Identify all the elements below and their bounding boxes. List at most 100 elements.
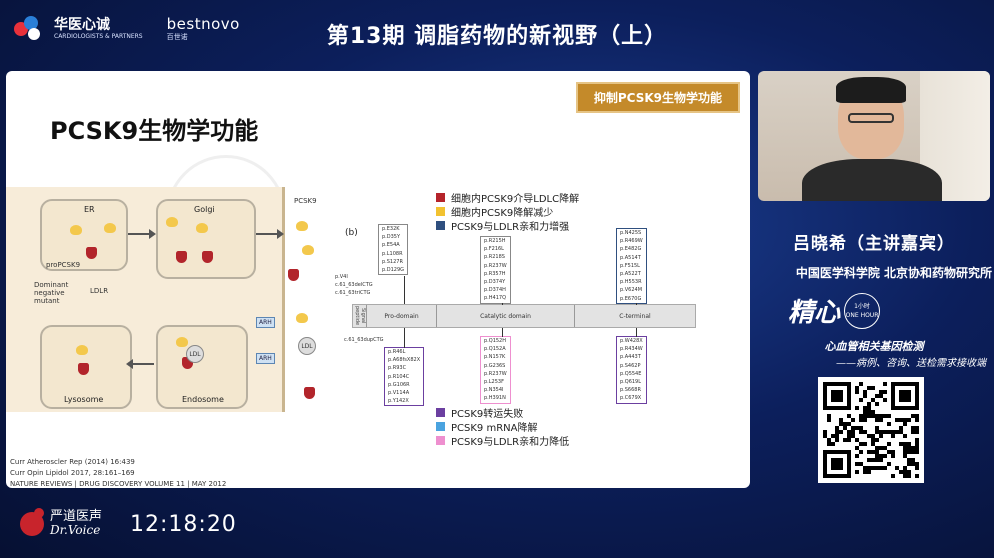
cardiologists-logo-icon: [14, 14, 44, 44]
domain-cterm: C-terminal: [619, 312, 651, 320]
reference-line: NATURE REVIEWS | DRUG DISCOVERY VOLUME 1…: [10, 480, 227, 488]
reference-line: Curr Atheroscler Rep (2014) 16:439: [10, 458, 135, 466]
mutation-item: p.D35Y: [382, 234, 401, 241]
mutation-item: p.E32K: [382, 226, 400, 232]
bestnovo-en: bestnovo: [166, 15, 240, 33]
speaker-hair: [836, 77, 906, 103]
mutation-item: p.A443T: [620, 354, 641, 361]
bestnovo-cn: 百世诺: [166, 33, 188, 41]
connector-line: [502, 303, 503, 305]
circle-bottom: ONE HOUR: [845, 311, 879, 319]
mutation-item: p.Y142X: [388, 398, 409, 405]
mutation-item: p.R237W: [484, 370, 507, 377]
golgi-compartment: [156, 199, 256, 279]
legend-swatch: [436, 220, 445, 230]
ldl-particle: LDL: [186, 345, 204, 363]
mutation-item: c.61_63delCTG: [335, 282, 373, 289]
legend-label: PCSK9转运失败: [451, 408, 524, 420]
legend-item: PCSK9与LDLR亲和力降低: [436, 433, 570, 448]
pcsk9-protein: [196, 223, 208, 233]
mutation-item: p.F216L: [484, 246, 504, 253]
ldlr-protein: [78, 363, 89, 375]
mutation-item: p.R46L: [388, 349, 406, 355]
mutation-item: p.S127R: [382, 258, 403, 265]
mutation-item: p.E54A: [382, 242, 400, 249]
references: Curr Atheroscler Rep (2014) 16:439 Curr …: [10, 457, 226, 488]
speaker-video: [758, 71, 990, 201]
mutation-item: p.L108R: [382, 250, 403, 257]
connector-line: [404, 328, 405, 348]
legend-item: 细胞内PCSK9介导LDLC降解: [436, 190, 579, 205]
ldlr-protein: [304, 387, 315, 399]
mutation-item: p.H417Q: [484, 295, 507, 302]
mutation-item: p.V624M: [620, 287, 643, 294]
qr-code[interactable]: [818, 377, 924, 483]
arrow-er-golgi: [128, 229, 156, 239]
speaker-name: 吕晓希（主讲嘉宾）: [793, 234, 955, 254]
legend-label: PCSK9 mRNA降解: [451, 422, 538, 434]
ldlr-protein: [182, 357, 193, 369]
connector-line: [502, 328, 503, 337]
drvoice-logo-icon: [20, 507, 44, 536]
ldlr-protein: [202, 251, 213, 263]
domain-signal: Signal peptide: [354, 305, 367, 327]
golgi-label: Golgi: [194, 205, 215, 214]
arrow-golgi-membrane: [256, 229, 284, 239]
legend-item: PCSK9 mRNA降解: [436, 419, 569, 434]
mutation-item: p.D374H: [484, 287, 506, 294]
ldlr-protein: [288, 269, 299, 281]
slide-tag: 抑制PCSK9生物学功能: [575, 82, 740, 113]
promo-line-1: 心血管相关基因检测: [824, 340, 924, 353]
ldl-particle: LDL: [298, 337, 316, 355]
pcsk9-protein: [104, 223, 116, 233]
circle-top: 1小时: [854, 302, 870, 310]
qr-code-image: [823, 382, 919, 478]
panel-b-label: (b): [345, 228, 358, 238]
pcsk9-protein: [296, 313, 308, 323]
endosome-compartment: [156, 325, 248, 409]
mutation-item: p.E482G: [620, 246, 642, 253]
speaker-body: [802, 159, 942, 201]
mutation-item: p.A68fsX82X: [388, 357, 421, 364]
pcsk9-protein: [296, 221, 308, 231]
er-compartment: [40, 199, 128, 271]
legend-swatch: [436, 407, 445, 417]
mutation-item: p.V114A: [388, 390, 410, 397]
slide-title: PCSK9生物学功能: [50, 117, 259, 145]
drvoice-cn: 严道医声: [50, 509, 103, 524]
dominant-negative-label: Dominant negative mutant: [34, 281, 69, 305]
pcsk9-protein: [76, 345, 88, 355]
one-hour-logo: 精心 1小时 ONE HOUR: [788, 292, 881, 329]
legend-label: PCSK9与LDLR亲和力降低: [451, 436, 570, 448]
drvoice-logo: 严道医声 Dr.Voice: [20, 507, 103, 538]
mutation-item: p.N354I: [484, 387, 504, 394]
promo-line-2: ——病例、咨询、送检需求接收端: [836, 358, 986, 369]
mutation-item: p.R469W: [620, 238, 643, 245]
broadcast-title: 第13期 调脂药物的新视野（上）: [326, 24, 668, 49]
legend-label: 细胞内PCSK9降解减少: [451, 207, 554, 219]
pcsk9-protein: [70, 225, 82, 235]
bestnovo-logo: bestnovo 百世诺: [167, 17, 240, 41]
one-hour-circle-icon: 1小时 ONE HOUR: [844, 292, 881, 329]
ldlr-label: LDLR: [90, 287, 109, 295]
connector-line: [404, 276, 405, 304]
ldlr-protein: [86, 247, 97, 259]
ldlr-protein: [176, 251, 187, 263]
mutation-item: p.L253F: [484, 379, 504, 386]
mutation-item: p.G236S: [484, 362, 506, 369]
drvoice-en: Dr.Voice: [50, 523, 101, 538]
cell-membrane: [282, 187, 285, 412]
pcsk9-protein: [166, 217, 178, 227]
mutation-dup: c.61_63dupCTG: [344, 337, 384, 343]
mutation-item: p.F515L: [620, 262, 640, 269]
legend-swatch: [436, 192, 445, 202]
mutation-item: p.R93C: [388, 365, 407, 372]
connector-line: [636, 328, 637, 337]
legend-swatch: [436, 435, 445, 445]
mutation-item: p.C679X: [620, 395, 642, 402]
pcsk9-label: PCSK9: [294, 197, 317, 205]
mutation-item: p.S462P: [620, 362, 641, 369]
mutation-item: p.V4I: [335, 274, 348, 280]
